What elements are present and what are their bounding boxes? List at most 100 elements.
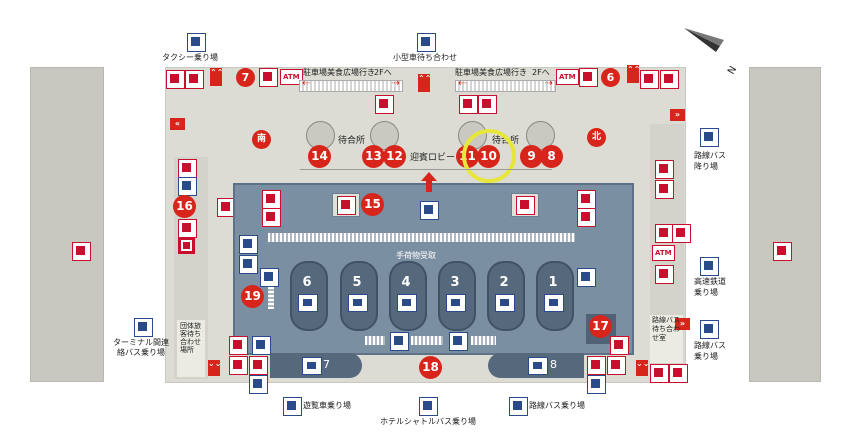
restroom-icon [390,332,409,351]
elevator-icon [72,242,91,261]
shop-icon [655,160,674,179]
carousel-5[interactable] [340,261,378,331]
marker-9[interactable]: 9 [520,145,543,168]
carousel-number: 5 [352,275,362,290]
highlight-circle [462,129,516,183]
wheelchair-icon [587,375,606,394]
shower-icon [262,208,281,227]
mail-icon [655,224,674,243]
marker-18[interactable]: 18 [419,356,442,379]
car-icon [417,33,436,52]
screen-icon [446,294,466,312]
screen-icon [544,294,564,312]
marker-19[interactable]: 19 [241,285,264,308]
marker-16[interactable]: 16 [173,195,196,218]
restroom-icon [660,70,679,89]
parking-label-left: 駐車場美食広場行き [303,68,375,77]
elevator-icon [375,95,394,114]
marker-14[interactable]: 14 [308,145,331,168]
nursery-icon [239,255,258,274]
escalator-up-icon: ⌃⌃ [627,65,640,83]
south-marker: 南 [252,130,271,149]
entrance-arrow-icon [421,172,437,192]
arrival-lobby-label: 迎賓ロビー [410,153,456,163]
marker-12[interactable]: 12 [383,145,406,168]
baggage-claim-label: 手荷物受取 [396,251,436,260]
carousel-number: 6 [302,275,312,290]
carousel-number: 2 [499,275,509,290]
marker-15[interactable]: 15 [361,193,384,216]
floor-label-right: 2Fへ [532,68,550,77]
marker-7[interactable]: 7 [236,68,255,87]
screen-icon [348,294,368,312]
west-building [30,67,104,382]
restroom-icon [449,332,468,351]
compass-arrow-icon [684,28,724,52]
marker-17[interactable]: 17 [589,315,612,338]
exit-arrow-west-icon: « [170,118,185,130]
group-waiting-label: 団体旅客待ち合わせ場所 [180,322,201,354]
terminal-bus-label: ターミナル間連絡バス乗り場 [113,338,169,357]
parking-label-right: 駐車場美食広場行き [455,68,527,77]
restroom-icon [229,356,248,375]
taxi-icon [187,33,206,52]
wheelchair-icon [249,375,268,394]
marker-8[interactable]: 8 [540,145,563,168]
route-bus-ride-label: 路線バス乗り場 [694,341,726,361]
restroom-icon [185,70,204,89]
exit-arrow-east-icon: » [675,318,690,330]
exit-arrow-east-icon: » [670,109,685,121]
group-waiting-area [177,320,205,377]
bus-icon [700,320,719,339]
lobby-divider [300,169,552,170]
hotel-shuttle-label: ホテルシャトルバス乗り場 [380,417,476,426]
escalator-down-icon: ⌄⌄ [208,360,221,376]
first-aid-icon [178,237,195,254]
nursery-icon [178,177,197,196]
expressway-bus-label: 高速鉄道乗り場 [694,277,726,297]
escalator-right [455,78,556,92]
restroom-icon [249,356,268,375]
service-icon [672,224,691,243]
floor-label-left: 2Fへ [374,68,392,77]
pillar [370,121,399,150]
restroom-icon [640,70,659,89]
restroom-icon [607,356,626,375]
gate-7-label: 7 [323,358,330,371]
marker-13[interactable]: 13 [362,145,385,168]
restroom-icon [262,190,281,209]
restaurant-icon [669,364,688,383]
elevator-icon [773,242,792,261]
taxi-stand-label: タクシー乗り場 [162,53,218,62]
restroom-icon [166,70,185,89]
screen-icon [302,357,322,375]
elevator-icon [610,336,629,355]
carousel-number: 3 [450,275,460,290]
waiting-area-left-label: 待合所 [338,136,366,146]
escalator-down-icon: ⌄⌄ [636,360,649,376]
luggage-icon [655,180,674,199]
escalator-up-center-icon: ⌃⌃ [418,74,431,92]
bus-icon [283,397,302,416]
info-screen-icon [516,196,535,215]
heart-icon [478,95,497,114]
route-bus-bottom-label: 路線バス乗り場 [529,401,585,410]
stairs [268,287,274,309]
bus-icon [700,128,719,147]
bus-icon [700,257,719,276]
info-desk-icon [259,68,278,87]
elevator-icon [459,95,478,114]
exit-gate-rail [411,336,443,345]
screen-icon [495,294,515,312]
carousel-number: 4 [401,275,411,290]
info-desk-icon [579,68,598,87]
route-bus-waiting-label: 路線バス待ち合わせ室 [652,316,680,342]
clinic-icon [178,219,197,238]
heart-icon [650,364,669,383]
exit-gate-rail [365,336,385,345]
restroom-icon [587,356,606,375]
small-car-label: 小型車待ち合わせ [393,53,457,62]
marker-6[interactable]: 6 [601,68,620,87]
screen-icon [298,294,318,312]
carousel-number: 1 [548,275,558,290]
